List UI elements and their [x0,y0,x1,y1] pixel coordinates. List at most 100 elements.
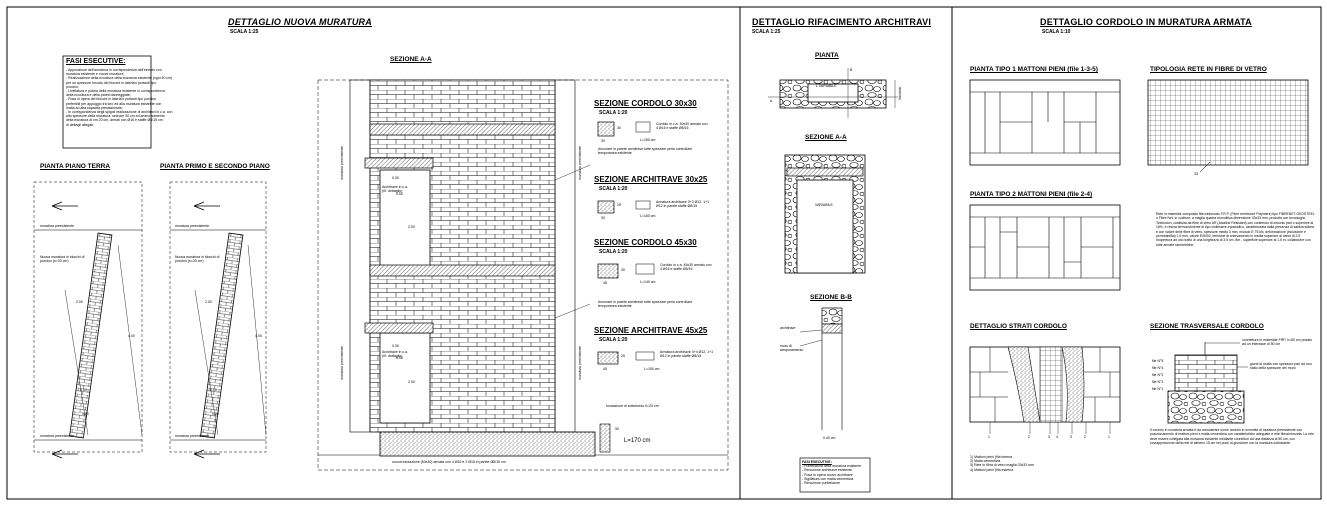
scale-cordolo-muratura-armata: SCALA 1:10 [1042,29,1071,35]
plan-ground-existing-bottom: muratura preesistente [40,434,75,438]
plan-ground-dim-c: 0.50 [80,388,87,392]
middle-phases-title: FASI ESECUTIVE: [802,460,832,464]
detail-cordolo-30-w: 30 [601,139,605,143]
plan-ground-existing-top: muratura preesistente [40,224,75,228]
phases-line: per un spessore forzato dei blocchi in l… [66,80,157,85]
middle-phases-line: - Rimozione architrave esistente [802,468,852,473]
right-mesh-note: Rete in materiale composito fibrorinforz… [1156,212,1315,247]
right-cross-label-top: connettore in materiale FRP, h=50 cm pos… [1242,338,1313,347]
detail-cordolo-30-scale: SCALA 1:20 [599,110,628,116]
plan-ground-dim-b: 4.00 [128,334,135,338]
phases-title: FASI ESECUTIVE: [66,58,126,65]
middle-plan-cut-a: A [770,99,773,103]
section-aa-dim-5: 0.50 [396,356,403,360]
right-cross-label-mid: giunti di malta con spessore pari ad uno… [1250,362,1312,371]
plan-ground-dim-a: 2.00 [76,300,83,304]
plan-upper-new-wall: Nuova muratura in blocchi di poroton (s=… [175,255,220,264]
right-layers-marker: 1 [988,435,990,439]
detail-cordolo-45-len: L=140 cm [640,280,656,284]
right-mesh-dim: 33 [1194,172,1198,176]
section-aa-dim-2: 0.50 [396,192,403,196]
section-aa-dim-6: 2.00 [408,380,415,384]
detail-arch-45-spec: Armatura architrave 4+4 Ø12, 1+1 Ø12 in … [660,350,714,359]
plan-ground-new-wall: Nuova muratura in blocchi di poroton (s=… [40,255,85,264]
middle-phases: FASI ESECUTIVE: - Puntellatura della mur… [802,460,861,485]
detail-cordolo-45-scale: SCALA 1:20 [599,249,628,255]
plan-upper-dim-a: 2.00 [205,300,212,304]
plan-upper-existing-bottom: muratura preesistente [175,434,210,438]
detail-arch-30-note: Ancorare in parete architrave tutte spez… [598,147,693,156]
section-aa-side-4: muratura preesistente [578,345,582,380]
phases-line: muratura esistente e nuove murature; [66,72,125,77]
phases-line: della muratura di cm 20 cm, armati con Ø… [66,118,163,123]
phases-line: - Posa in opera dei blocchi in laterizio… [66,97,157,102]
title-cordolo-muratura-armata: DETTAGLIO CORDOLO IN MURATURA ARMATA [1040,17,1252,27]
section-aa-foundation-label: fondazione di sottofondo h=20 cm [606,404,659,408]
phases-line: - Realizzazione della ricucitura della m… [66,76,173,81]
plan-upper-existing-top: muratura preesistente [175,224,210,228]
title-rifacimento-architravi: DETTAGLIO RIFACIMENTO ARCHITRAVI [752,17,932,27]
right-layers-marker: 2 [1084,435,1086,439]
section-aa-side-2: muratura preesistente [340,345,344,380]
plan-upper-dim-c: 0.50 [210,388,217,392]
detail-cordolo-30-len: L=150 cm [640,138,656,142]
plan-ground-dim-d: 0.20 [82,412,89,416]
detail-cordolo-30-spec: Cordolo in c.a. 30x30 armato con 4 Ø16 e… [656,122,708,131]
middle-section-bb-dim: 0.40 cm [823,436,836,440]
middle-section-aa-variable: VARIABILE [815,203,833,207]
right-cross-note: Il cordolo in muratura armata è da consi… [1150,428,1314,446]
scale-rifacimento-architravi: SCALA 1:25 [752,29,781,35]
middle-section-aa-title: SEZIONE A-A [805,134,847,141]
detail-arch-45-h: 25 [621,354,625,358]
detail-arch-30-scale: SCALA 1:20 [599,186,628,192]
detail-arch-30-w: 30 [601,216,605,220]
middle-phases-line: - Rimozione puntellature [802,481,840,486]
right-plan-1-title: PIANTA TIPO 1 MATTONI PIENI (file 1-3-5) [970,66,1098,73]
right-layers-marker: 2 [1028,435,1030,439]
right-cross-title: SEZIONE TRASVERSALE CORDOLO [1150,323,1264,330]
right-layers-marker: 4 [1056,435,1058,439]
phases-line: - Apposizione dell'armatura in corrispon… [66,68,162,72]
detail-arch-30-h: 25 [617,203,621,207]
section-aa-foundation-note: nuova fondazione (50x30) armata con 4 Ø1… [392,460,506,464]
detail-arch-30-title: SEZIONE ARCHITRAVE 30x25 [594,175,708,184]
phases-line: preferibili per appoggio tra loro ed all… [66,101,162,106]
detail-arch-30-len: L=150 cm [640,214,656,218]
section-aa-arch-note-2: Architrave in c.a. (rif. dettaglio) [382,350,409,359]
phases-line: alto spessore della muratura, sezione 30… [66,114,165,119]
phases-line: di dettagli allegati. [66,122,95,127]
phases-line: malta ad alta capacità prestazionale; [66,105,123,110]
detail-arch-45-note: Ancorare in parete architrave tutte spez… [598,300,693,309]
detail-cordolo-45-h: 30 [621,268,625,272]
section-aa-dim-4: 0.30 [392,344,399,348]
plan-upper-dim-b: 4.00 [255,334,262,338]
phases-list: - Apposizione dell'armatura in corrispon… [66,68,172,127]
right-layers-marker: 3 [1070,435,1072,439]
detail-cordolo-45-spec: Cordolo in c.a. 45x30 armato con 4 Ø16 e… [660,263,712,272]
middle-plan-thickness: Variabile [898,86,902,100]
right-cross-row: file N°2 [1152,380,1164,384]
right-layers-marker: 3 [1048,435,1050,439]
right-layers-legend-item: 2) Malta cementizia [970,459,1001,464]
right-cross-row: file N°4 [1152,366,1164,370]
section-aa-arch-note-1: Architrave in c.a. (rif. dettaglio) [382,185,409,194]
detail-arch-45-len: L=150 cm [644,367,660,371]
middle-plan-title: PIANTA [815,52,839,59]
detail-cordolo-45-title: SEZIONE CORDOLO 45x30 [594,238,697,247]
title-nuova-muratura: DETTAGLIO NUOVA MURATURA [228,17,372,27]
middle-plan-cut-b: B [850,68,853,72]
section-aa-dim-3: 2.00 [408,225,415,229]
section-aa-foundation-h: 30 [615,427,619,431]
middle-section-bb-title: SEZIONE B-B [810,294,852,301]
detail-cordolo-45-w: 45 [603,281,607,285]
right-cross-row: file N°5 [1152,359,1164,363]
phases-line: della ricucitura e della pareti danneggi… [66,93,131,98]
right-layers-legend-item: 4) Mattoni pieni (fila esterna [970,467,1014,472]
section-aa-title: SEZIONE A-A [390,56,432,63]
middle-phases-line: - Puntellatura della muratura esistente [802,464,862,469]
right-layers-title: DETTAGLIO STRATI CORDOLO [970,323,1067,330]
right-layers-legend: 1) Mattoni pieni (fila interna 2) Malta … [970,455,1034,472]
right-layers-legend-item: 1) Mattoni pieni (fila interna [970,455,1013,459]
